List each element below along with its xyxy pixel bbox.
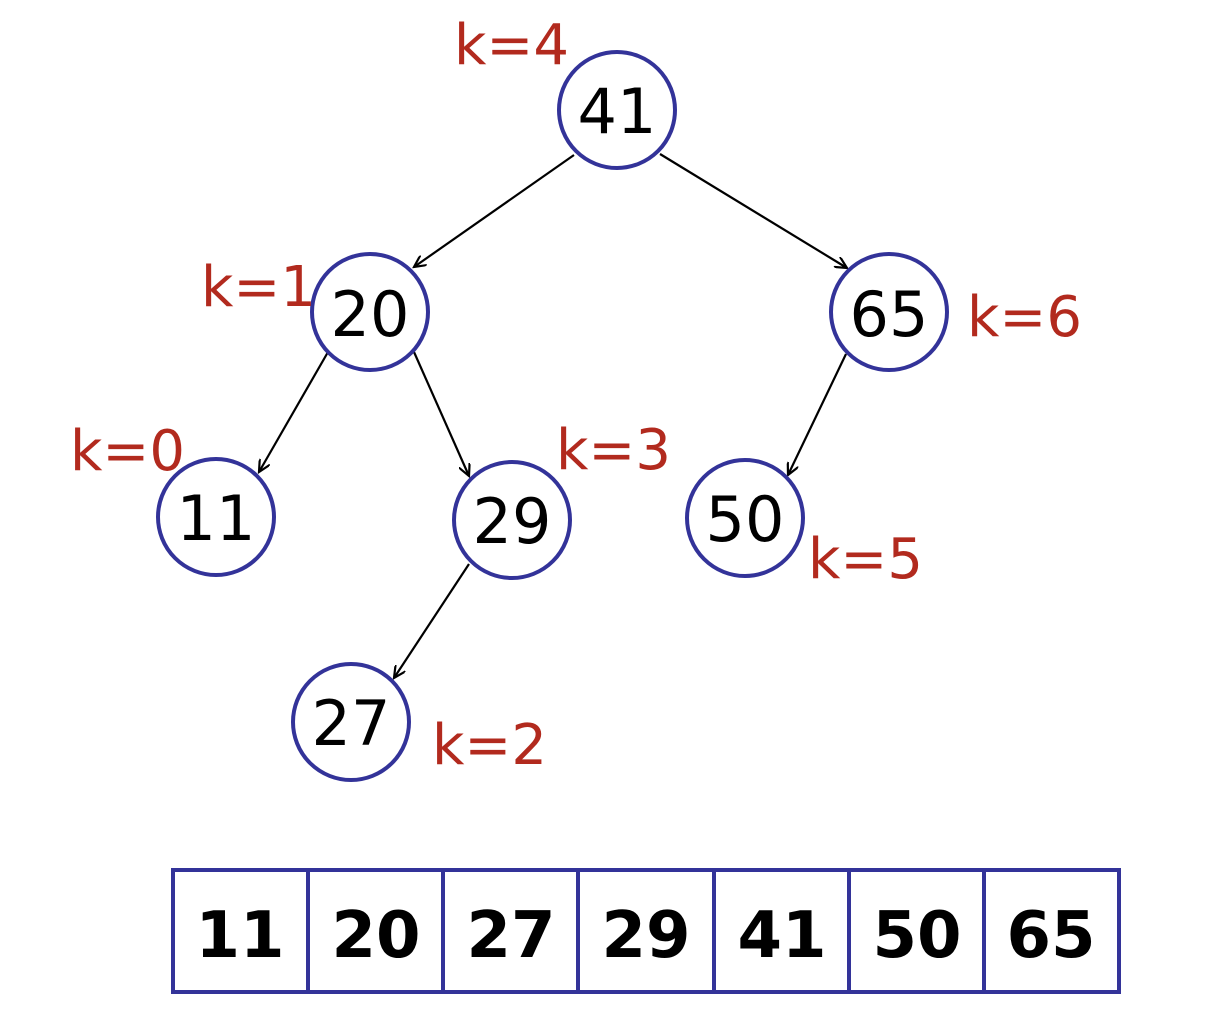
node-circle (829, 252, 949, 372)
array-cell-box (712, 868, 851, 994)
array-cell: 50 (847, 868, 986, 994)
k-labels: k=4 k=1 k=6 k=0 k=3 k=5 k=2 (70, 13, 1082, 778)
node-value: 29 (473, 485, 552, 558)
array-cell: 27 (441, 868, 580, 994)
array-cell: 11 (171, 868, 310, 994)
node-value: 41 (578, 75, 657, 148)
array-cell-box (982, 868, 1121, 994)
node-value: 20 (331, 278, 410, 351)
edge-29-27 (394, 563, 470, 678)
k-label-node-20: k=1 (201, 255, 316, 320)
node-value: 27 (312, 687, 391, 760)
node-circle (310, 252, 430, 372)
node-value: 65 (850, 278, 929, 351)
array-cell-value: 65 (1006, 899, 1095, 973)
k-label-node-65: k=6 (967, 285, 1082, 350)
node-circle (452, 460, 572, 580)
k-label-node-29: k=3 (556, 418, 671, 483)
array-cell-box (441, 868, 580, 994)
edge-20-11 (259, 351, 329, 472)
array-cell: 20 (306, 868, 445, 994)
tree-node-65: 65 (829, 252, 949, 372)
tree-node-27: 27 (291, 662, 411, 782)
node-circle (156, 457, 276, 577)
node-value: 11 (177, 482, 256, 555)
edge-41-65 (659, 153, 847, 268)
edge-20-29 (412, 351, 469, 476)
array-cell-value: 27 (466, 899, 555, 973)
edge-41-20 (414, 154, 575, 267)
tree-node-29: 29 (452, 460, 572, 580)
node-circle (685, 458, 805, 578)
array-cell-value: 50 (872, 899, 961, 973)
k-label-node-50: k=5 (808, 527, 923, 592)
node-circle (557, 50, 677, 170)
k-label-node-41: k=4 (454, 13, 569, 78)
node-circle (291, 662, 411, 782)
array-cell-box (171, 868, 310, 994)
tree-edges (259, 153, 847, 678)
sorted-array: 11 20 27 29 41 50 65 (171, 868, 1121, 994)
tree-node-20: 20 (310, 252, 430, 372)
array-cell: 65 (982, 868, 1121, 994)
tree-node-50: 50 (685, 458, 805, 578)
array-cell: 41 (712, 868, 851, 994)
array-cell: 29 (576, 868, 716, 994)
array-cell-value: 11 (195, 899, 284, 973)
array-cell-value: 20 (331, 899, 420, 973)
k-label-node-11: k=0 (70, 419, 185, 484)
array-cell-value: 41 (737, 899, 826, 973)
node-value: 50 (706, 483, 785, 556)
tree-node-41: 41 (557, 50, 677, 170)
array-cell-box (306, 868, 445, 994)
array-cell-box (576, 868, 716, 994)
edge-65-50 (788, 353, 847, 475)
k-label-node-27: k=2 (432, 713, 547, 778)
tree-node-11: 11 (156, 457, 276, 577)
array-cell-value: 29 (601, 899, 690, 973)
